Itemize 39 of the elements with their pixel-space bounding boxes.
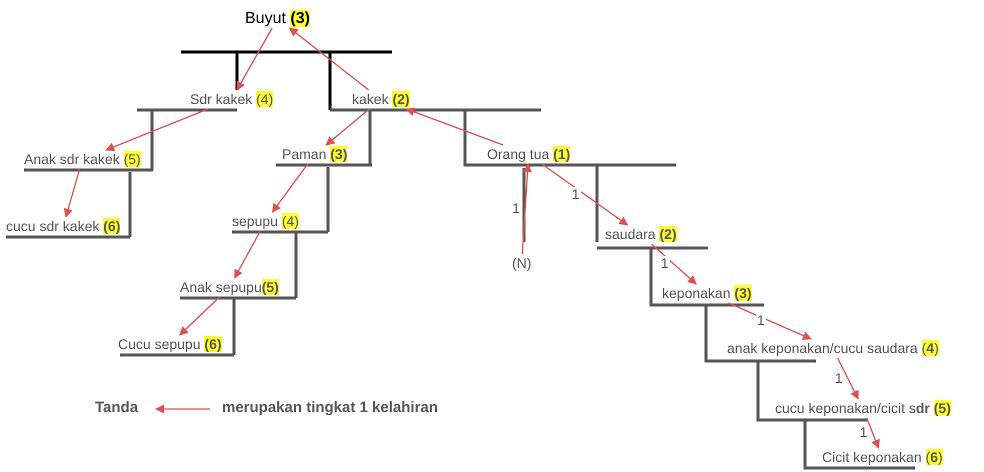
arrow [325, 108, 370, 146]
edge-label: 1 [511, 201, 521, 216]
edge-label: 1 [858, 425, 868, 440]
edge-label: 1 [660, 256, 670, 271]
legend-text: merupakan tingkat 1 kelahiran [222, 399, 438, 416]
edge-label: 1 [756, 313, 766, 328]
relative-label: sepupu (4) [232, 213, 299, 230]
arrow [179, 296, 220, 336]
arrow [406, 108, 504, 146]
arrow [105, 108, 208, 152]
relative-label: Buyut (3) [245, 10, 310, 27]
relative-label: Cucu sepupu (6) [118, 336, 222, 353]
relative-label: Cicit keponakan (6) [822, 449, 943, 466]
note-text: Tanda [95, 399, 138, 416]
relative-label: saudara (2) [605, 226, 677, 243]
arrow [866, 418, 880, 449]
relative-label: Orang tua (1) [487, 146, 570, 163]
relative-label: Sdr kakek (4) [190, 91, 274, 108]
relative-label: (N) [512, 255, 532, 272]
relative-label: kakek (2) [352, 91, 410, 108]
relative-label: Paman (3) [282, 146, 348, 163]
relative-label: anak keponakan/cucu saudara (4) [727, 340, 939, 357]
arrow [288, 27, 370, 91]
arrow [728, 302, 812, 340]
relative-label: Anak sdr kakek (5) [24, 151, 141, 168]
arrow [542, 163, 628, 226]
relative-label: keponakan (3) [662, 285, 752, 302]
relative-label: cucu sdr kakek (6) [6, 218, 120, 235]
arrow [236, 28, 273, 91]
arrow [837, 358, 859, 400]
arrow [522, 163, 532, 254]
arrow [651, 244, 697, 285]
arrow [272, 164, 308, 213]
relative-label: cucu keponakan/cicit sdr (5) [775, 400, 951, 417]
relative-label: Anak sepupu(5) [180, 279, 279, 296]
edge-label: 1 [570, 186, 581, 202]
arrow [64, 168, 80, 218]
arrow [234, 230, 261, 279]
edge-label: 1 [834, 370, 844, 386]
